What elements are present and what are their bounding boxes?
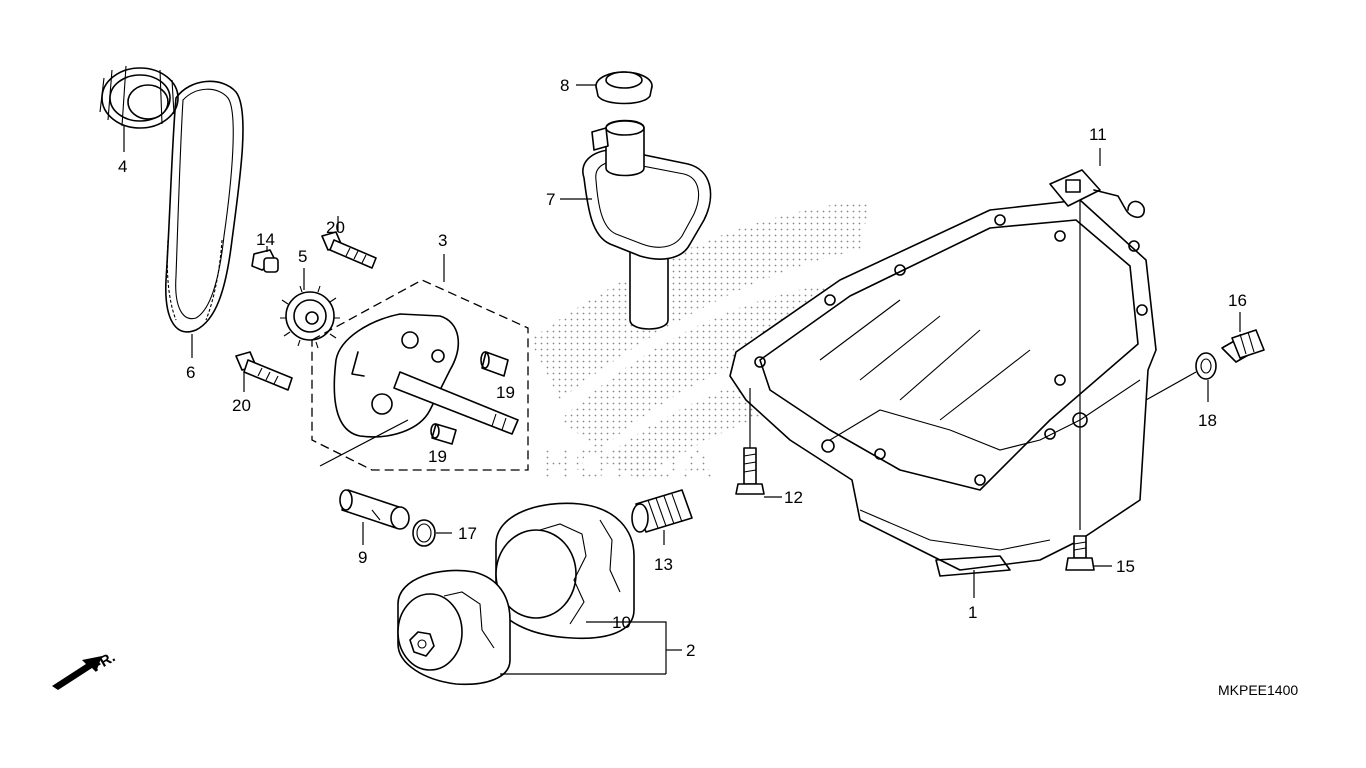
bolt-20-upper-part bbox=[321, 216, 377, 269]
callout-8: 8 bbox=[560, 76, 569, 95]
drive-chain-part bbox=[165, 80, 244, 358]
filler-cap-part bbox=[576, 71, 653, 105]
bolt-14-part bbox=[251, 246, 279, 273]
callout-labels: 1 2 3 4 5 6 7 8 9 10 11 12 13 14 15 16 1… bbox=[118, 76, 1247, 660]
wire-clip-part bbox=[1049, 148, 1145, 530]
pump-sprocket-part bbox=[280, 268, 340, 349]
callout-18: 18 bbox=[1198, 411, 1217, 430]
front-arrow-icon bbox=[52, 656, 102, 690]
threaded-fitting-part bbox=[631, 489, 693, 545]
callout-17: 17 bbox=[458, 524, 477, 543]
oil-filter-rear-part bbox=[495, 502, 667, 674]
honda-logo-text: HONDA bbox=[540, 439, 716, 488]
drain-bolt-part bbox=[1145, 312, 1265, 401]
sealing-washer-part bbox=[1195, 352, 1217, 402]
callout-19-upper: 19 bbox=[496, 383, 515, 402]
oil-pump-body-part bbox=[333, 313, 519, 438]
callout-20-upper: 20 bbox=[326, 218, 345, 237]
callout-15: 15 bbox=[1116, 557, 1135, 576]
callout-2: 2 bbox=[686, 641, 695, 660]
callout-9: 9 bbox=[358, 548, 367, 567]
oil-strainer-tube-part bbox=[560, 119, 712, 330]
dowel-pin-upper-part bbox=[480, 351, 509, 377]
callout-13: 13 bbox=[654, 555, 673, 574]
callout-4: 4 bbox=[118, 157, 127, 176]
sprocket-ring-part bbox=[99, 65, 179, 152]
bolt-20-lower-part bbox=[235, 351, 293, 392]
callout-11: 11 bbox=[1089, 125, 1107, 144]
callout-3: 3 bbox=[438, 231, 447, 250]
callout-12: 12 bbox=[784, 488, 803, 507]
oil-pump-assembly-frame bbox=[311, 254, 529, 471]
front-direction-indicator: FR. bbox=[52, 649, 118, 690]
oil-filter-front-part bbox=[397, 569, 682, 686]
callout-19-lower: 19 bbox=[428, 447, 447, 466]
front-direction-label: FR. bbox=[89, 649, 118, 676]
callout-7: 7 bbox=[546, 190, 555, 209]
callout-16: 16 bbox=[1228, 291, 1247, 310]
strainer-pipe-part bbox=[319, 419, 410, 545]
callout-5: 5 bbox=[298, 247, 307, 266]
callout-10: 10 bbox=[612, 613, 631, 632]
callout-1: 1 bbox=[968, 603, 977, 622]
bolt-15-part bbox=[1065, 535, 1112, 571]
bolt-12-part bbox=[735, 388, 782, 498]
o-ring-part bbox=[412, 519, 452, 547]
callout-6: 6 bbox=[186, 363, 195, 382]
callout-14: 14 bbox=[256, 230, 275, 249]
drawing-code: MKPEE1400 bbox=[1218, 682, 1298, 698]
callout-20-lower: 20 bbox=[232, 396, 251, 415]
dowel-pin-lower-part bbox=[430, 423, 457, 445]
